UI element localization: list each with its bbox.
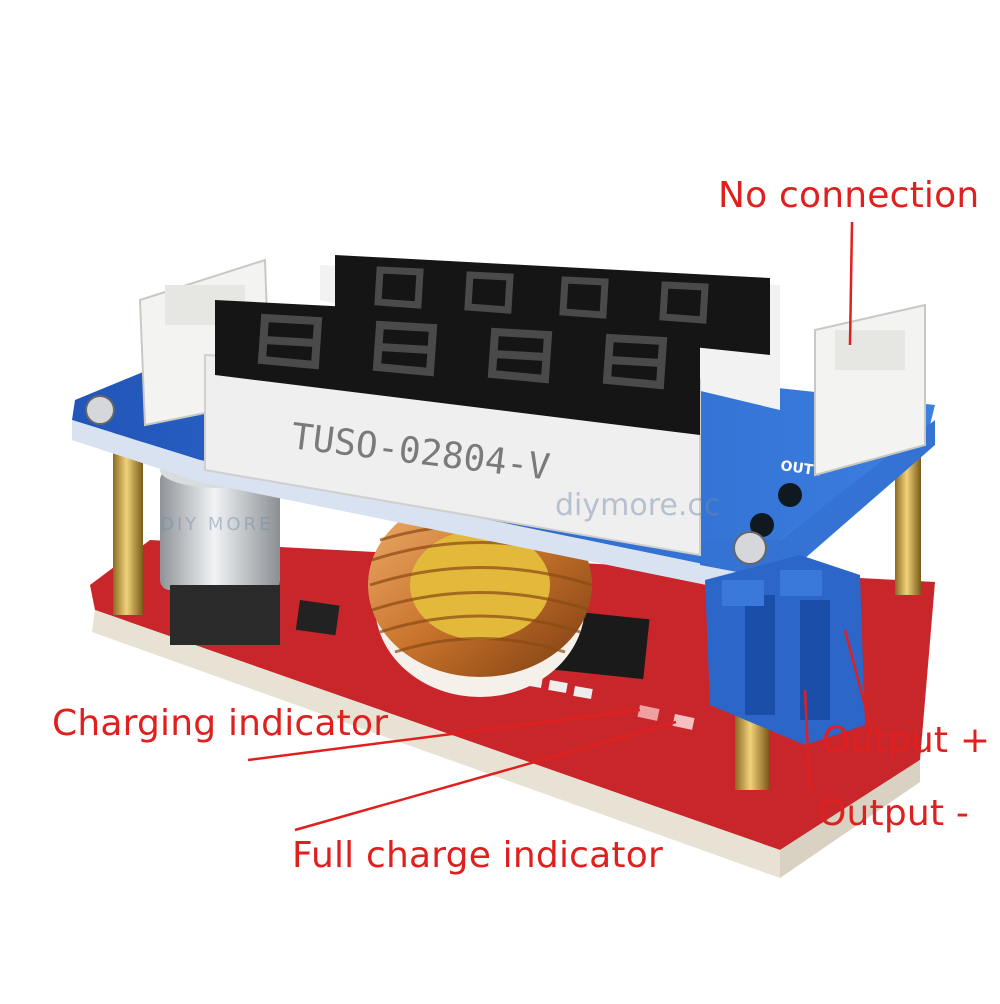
screw-icon [85,395,115,425]
watermark-site: diymore.cc [555,488,720,523]
capacitor [160,452,280,645]
full-charge-indicator-label: Full charge indicator [292,835,663,876]
output-minus-label: Output - [818,793,970,834]
front-led-display: TUSO-02804-V [204,300,701,557]
right-jst-connector [814,303,926,477]
callout-leaders [247,221,874,832]
watermark-brand: DIY MORE [160,514,273,535]
full-charge-led [672,714,695,730]
screw-icon [733,531,767,565]
output-screw-terminal [705,555,865,745]
charging-led [637,705,660,721]
watermark: DIY MORE diymore.cc [160,488,720,535]
no-connection-label: No connection [718,175,980,216]
charging-indicator-label: Charging indicator [52,703,389,744]
output-plus-label: Output + [822,720,991,761]
